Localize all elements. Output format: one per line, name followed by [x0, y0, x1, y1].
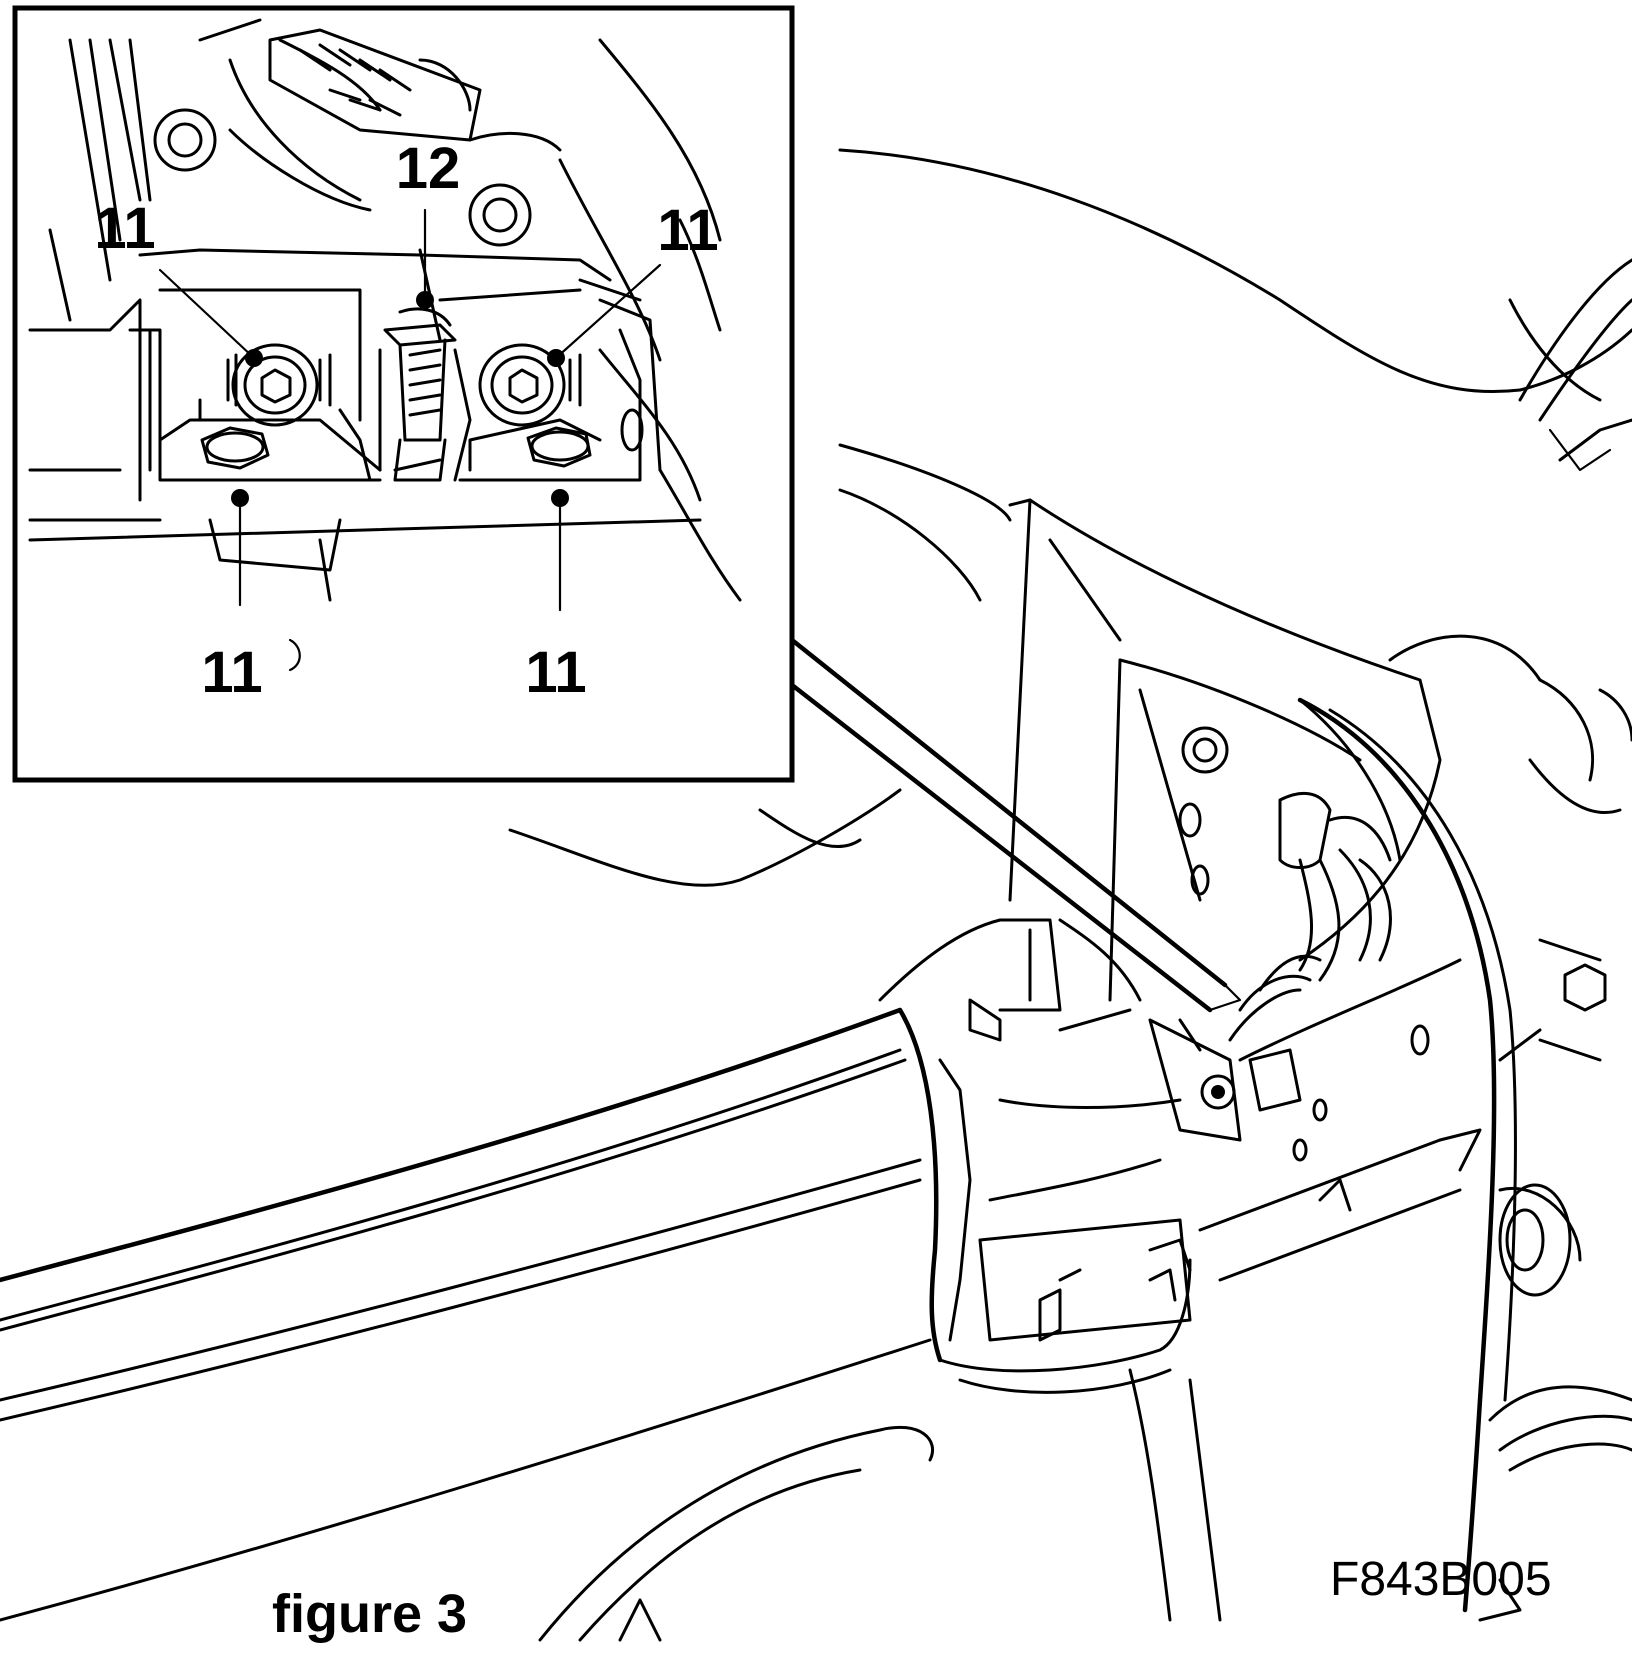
callout-11-top-left: 11: [94, 196, 155, 261]
callout-11-top-right: 11: [657, 198, 718, 263]
main-illustration: [0, 148, 1632, 1642]
callout-12-top-center: 12: [396, 136, 461, 201]
callout-11-bottom-right: 11: [525, 640, 586, 705]
inset-detail: 11 12 11 11 11: [12, 5, 795, 783]
figure-caption: figure 3: [272, 1584, 467, 1644]
callout-11-bottom-left: 11: [201, 640, 262, 705]
figure-code: F843B005: [1330, 1553, 1552, 1606]
